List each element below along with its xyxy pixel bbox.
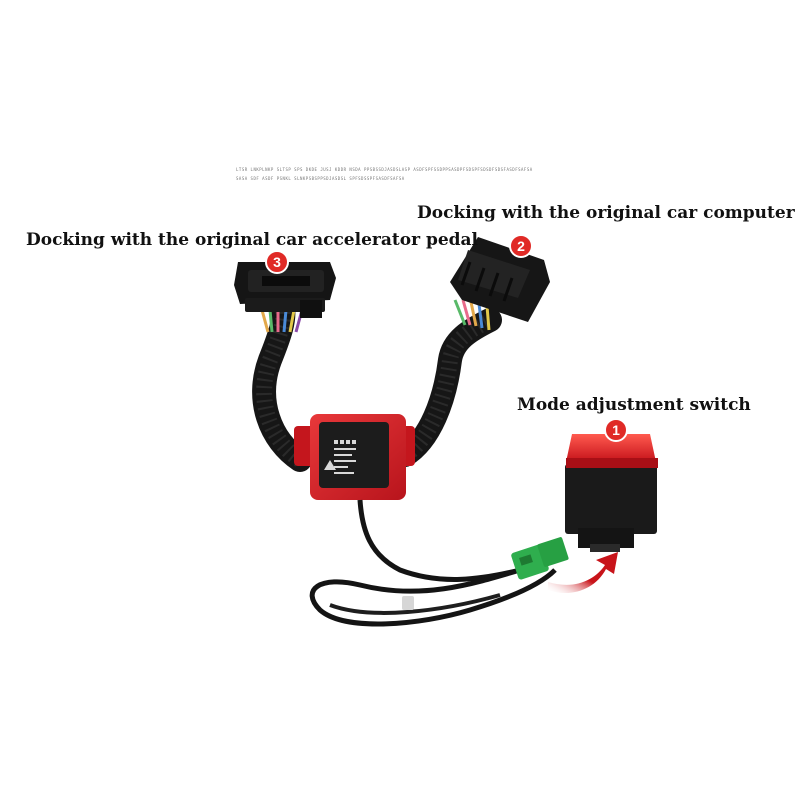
badge-1-icon: 1 (604, 418, 628, 442)
mode-switch (565, 434, 658, 552)
curved-arrow-icon (548, 552, 618, 594)
svg-text:2: 2 (517, 238, 525, 254)
fine-print-line-2: SASA SDF ASDF PSNKL SLNKPSBSPPSDJASDSL S… (236, 176, 405, 181)
badge-2-icon: 2 (509, 234, 533, 258)
right-harness (390, 299, 502, 467)
computer-callout: Docking with the original car computer (417, 203, 795, 223)
svg-text:3: 3 (273, 254, 281, 270)
pedal-connector (234, 262, 336, 318)
svg-text:1: 1 (612, 422, 620, 438)
control-module (294, 414, 415, 500)
switch-callout: Mode adjustment switch (517, 395, 751, 415)
computer-connector (450, 237, 550, 322)
badge-3-icon: 3 (265, 250, 289, 274)
green-connector (511, 537, 569, 580)
fine-print-line-1: LTSR LNKPLNKP SLTSP SPS DKDE JUSJ KDDR N… (236, 167, 533, 172)
pedal-callout: Docking with the original car accelerato… (26, 230, 479, 250)
